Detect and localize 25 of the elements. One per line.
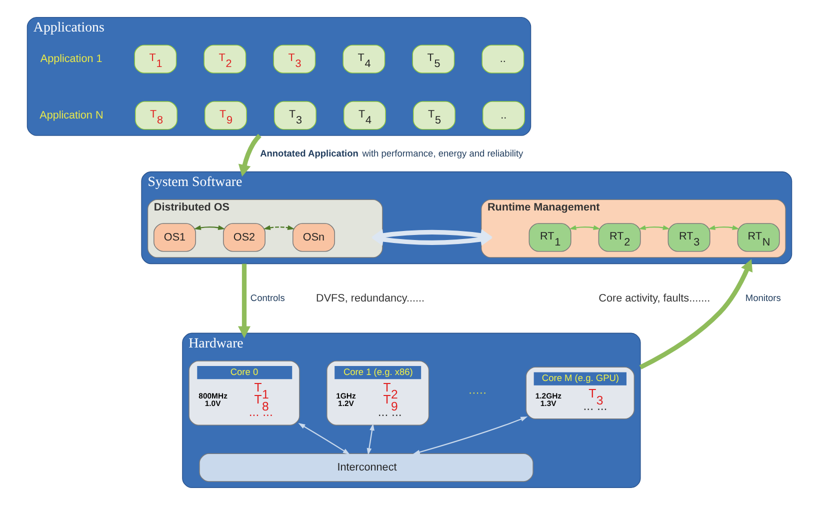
node-box: .. bbox=[482, 44, 524, 74]
arrow bbox=[639, 259, 753, 370]
arrow bbox=[708, 225, 740, 230]
node-box: OSn bbox=[292, 223, 335, 252]
arrow bbox=[569, 225, 600, 230]
label: Application N bbox=[40, 109, 104, 122]
node-box: Interconnect bbox=[199, 453, 534, 482]
edge-label: Controls bbox=[250, 293, 285, 304]
label: Core activity, faults....... bbox=[598, 292, 710, 304]
arrow bbox=[412, 416, 528, 455]
arrow bbox=[263, 225, 295, 230]
label: ····· bbox=[468, 386, 487, 399]
node-box: .. bbox=[482, 101, 525, 130]
label: Application 1 bbox=[40, 52, 102, 65]
arrow bbox=[638, 225, 670, 230]
node-box: OS1 bbox=[154, 223, 196, 252]
label: DVFS, redundancy...... bbox=[316, 292, 424, 304]
arrow bbox=[238, 134, 262, 177]
arrow bbox=[194, 225, 226, 230]
arrow bbox=[366, 423, 374, 456]
edge-label: Monitors bbox=[745, 293, 781, 304]
node-box: OS2 bbox=[223, 223, 266, 252]
edge-label: Annotated Application with performance, energy and reliability bbox=[260, 148, 524, 158]
arrow bbox=[238, 264, 251, 338]
arrow bbox=[298, 423, 350, 455]
